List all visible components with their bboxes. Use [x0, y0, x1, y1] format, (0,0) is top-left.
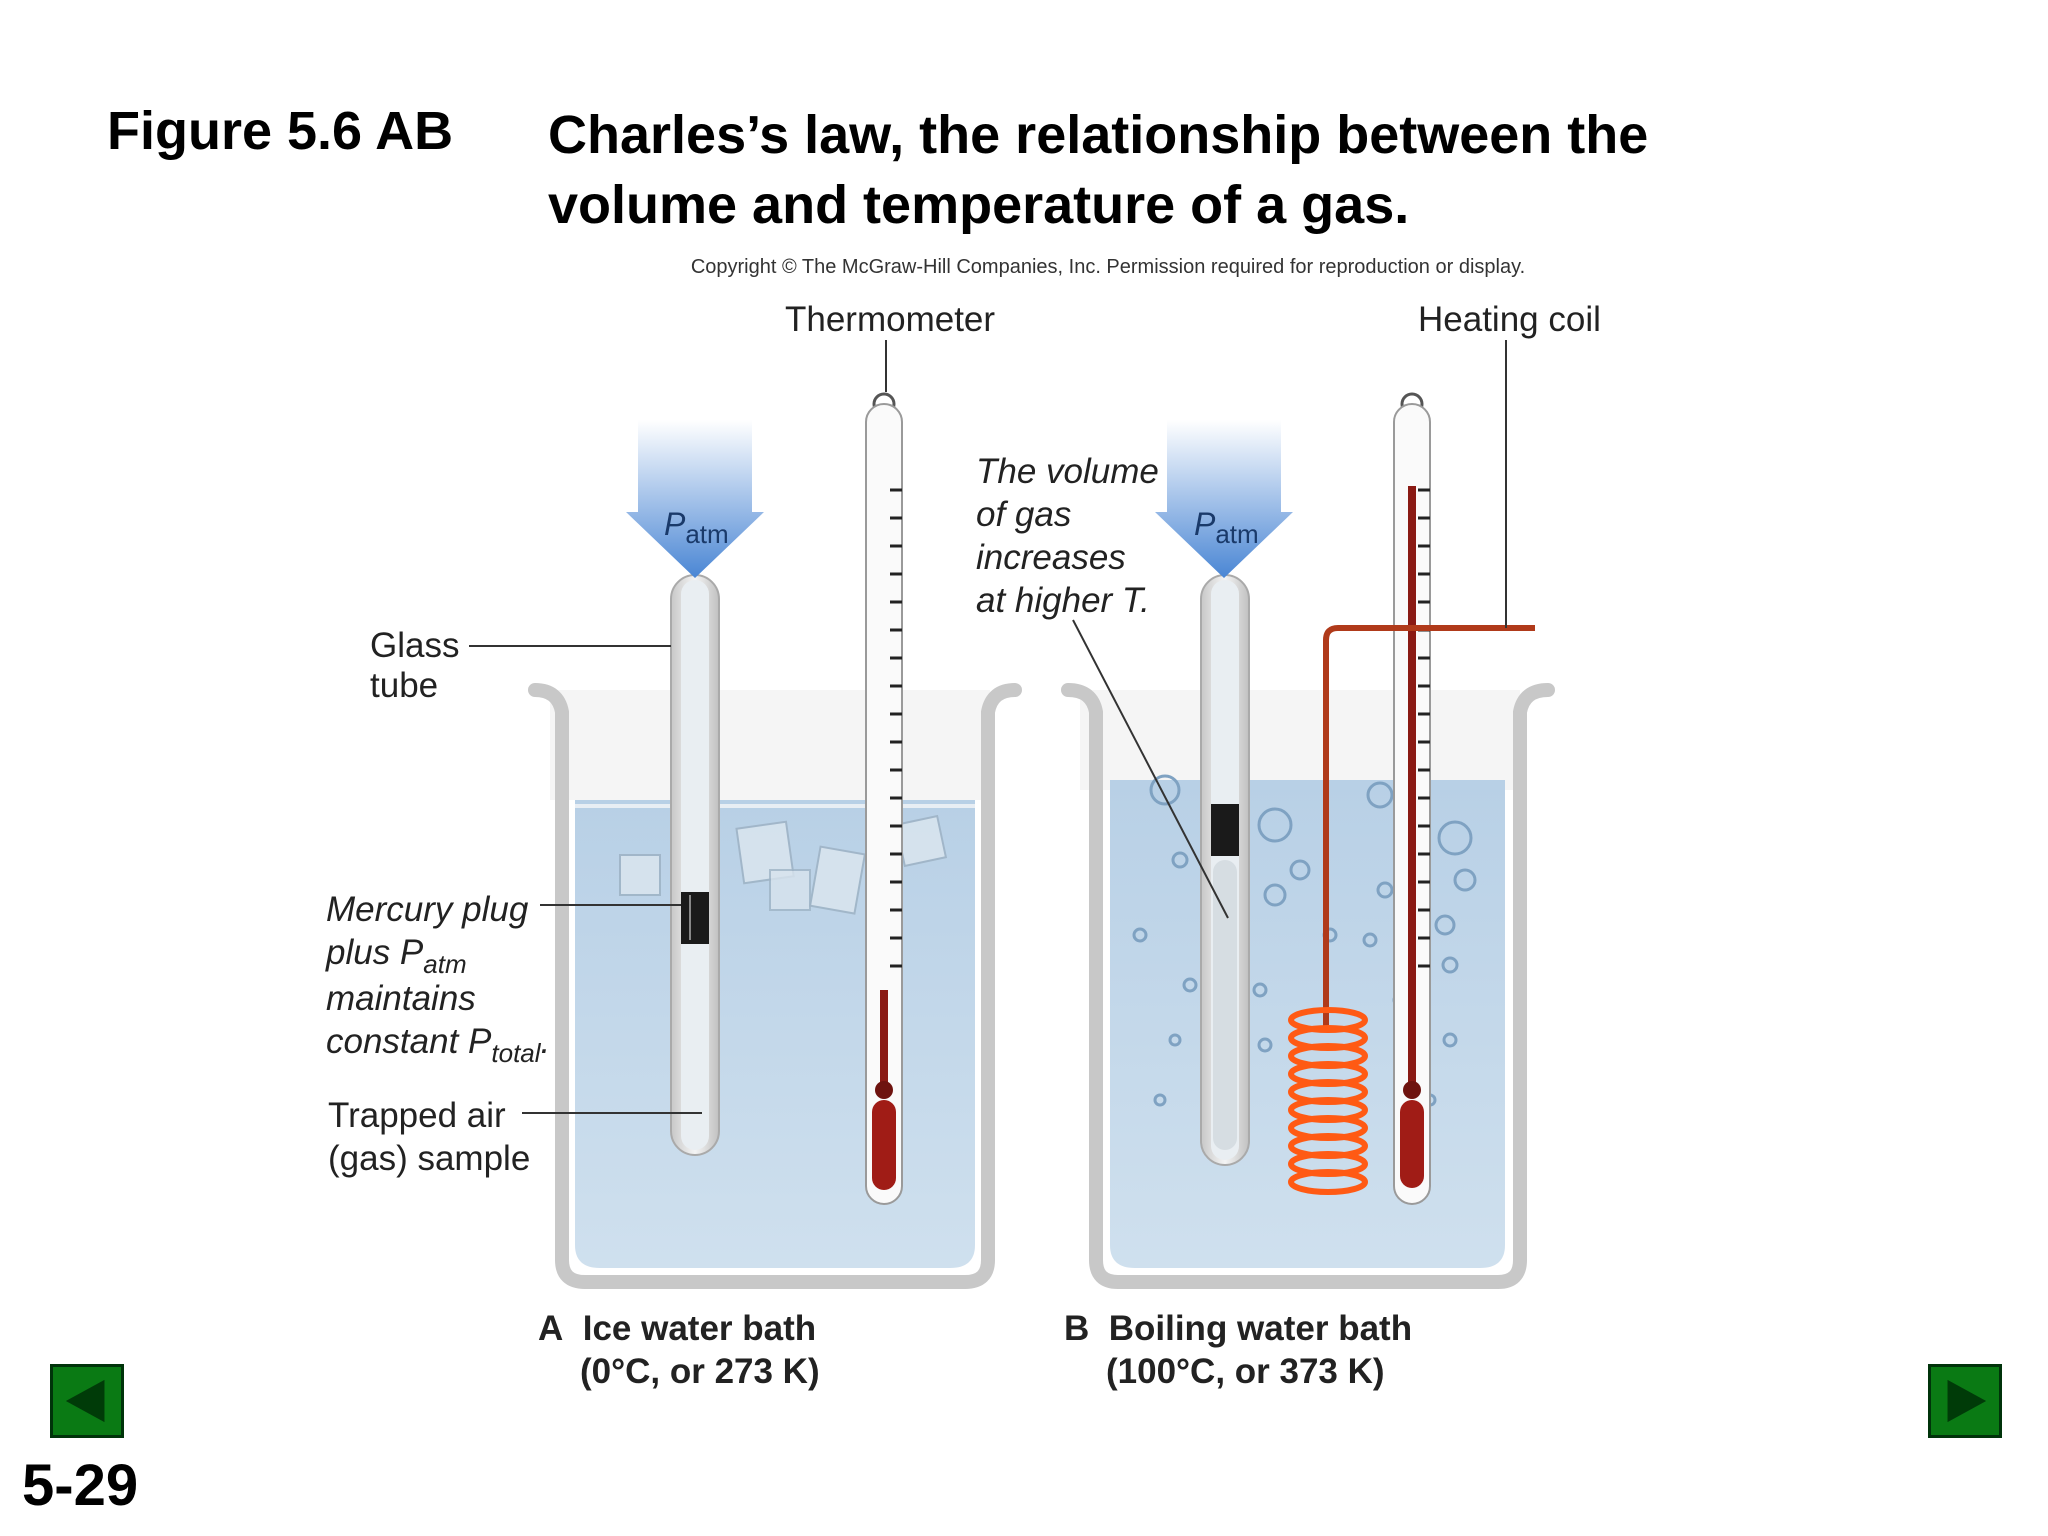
thermometer-a-ticks	[890, 488, 902, 968]
label-volume-increases: The volume of gas increases at higher T.	[976, 452, 1159, 620]
glass-tube-a	[670, 574, 720, 1156]
beaker-b-glass	[1061, 683, 1555, 1289]
caption-line-1: Charles’s law, the relationship between …	[548, 105, 1649, 165]
copyright-notice: Copyright © The McGraw-Hill Companies, I…	[690, 256, 1526, 278]
patm-arrow-b	[1155, 420, 1293, 578]
previous-slide-button[interactable]	[50, 1364, 124, 1438]
triangle-left-icon	[65, 1379, 105, 1423]
figure-caption: Charles’s law, the relationship between …	[548, 100, 1848, 240]
beaker-a	[528, 683, 1022, 1289]
mercury-plug-b	[1211, 804, 1239, 856]
leader-lines	[469, 340, 1507, 1114]
triangle-right-icon	[1947, 1379, 1987, 1423]
label-trapped-air: Trapped air (gas) sample	[328, 1096, 531, 1178]
thermometer-b	[1393, 392, 1431, 1205]
glass-tube-b	[1200, 574, 1250, 1166]
thermometer-a	[865, 392, 903, 1205]
patm-label-a: Patm	[664, 506, 729, 549]
label-mercury-plug: Mercury plug plus Patm maintains constan…	[326, 890, 551, 1068]
caption-panel-a: A Ice water bath (0°C, or 273 K)	[538, 1309, 820, 1391]
heating-coil	[1288, 625, 1535, 1195]
figure-number: Figure 5.6 AB	[107, 101, 454, 161]
beaker-a-glass	[528, 683, 1022, 1289]
slide-number: 5-29	[22, 1453, 139, 1518]
caption-panel-b: B Boiling water bath (100°C, or 373 K)	[1064, 1309, 1413, 1391]
leader-volume	[1072, 619, 1229, 919]
caption-line-2: volume and temperature of a gas.	[548, 175, 1410, 235]
mercury-plug-a	[681, 892, 709, 944]
patm-arrow-a	[626, 420, 764, 578]
water-b	[1110, 780, 1505, 1268]
label-glass-tube: Glass tube	[370, 626, 460, 705]
patm-label-b: Patm	[1194, 506, 1259, 549]
label-heating-coil: Heating coil	[1418, 300, 1601, 339]
next-slide-button[interactable]	[1928, 1364, 2002, 1438]
label-thermometer: Thermometer	[785, 300, 996, 339]
